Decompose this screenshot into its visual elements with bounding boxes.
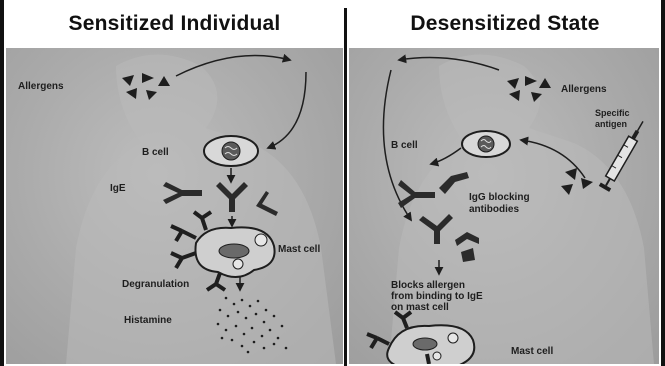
histamine-label: Histamine	[124, 315, 172, 326]
igg-label-1: IgG blocking	[469, 192, 530, 203]
sensitized-header: Sensitized Individual	[4, 0, 345, 48]
body-silhouette	[66, 55, 336, 365]
mast-cell-label: Mast cell	[278, 244, 320, 255]
igg-label-2: antibodies	[469, 204, 519, 215]
b-cell-right	[462, 131, 510, 157]
b-cell-label: B cell	[142, 147, 169, 158]
b-cell	[204, 136, 258, 166]
right-border	[661, 0, 665, 366]
sensitized-panel: Allergens B cell IgE	[6, 48, 343, 364]
specific-antigen-label-1: Specific	[595, 108, 630, 118]
left-border	[0, 0, 4, 366]
center-divider	[344, 8, 347, 366]
allergens-label: Allergens	[18, 81, 64, 92]
desensitized-diagram: Allergens Specific antigen B cell	[349, 48, 659, 364]
allergen-arrow-down	[268, 72, 306, 148]
b-cell-label-right: B cell	[391, 140, 418, 151]
mast-cell-label-right: Mast cell	[511, 346, 553, 357]
blocks-label-1: Blocks allergen	[391, 280, 465, 291]
degranulation-label: Degranulation	[122, 279, 189, 290]
desensitized-panel: Allergens Specific antigen B cell	[349, 48, 659, 364]
sensitized-diagram: Allergens B cell IgE	[6, 48, 343, 364]
blocks-label-2: from binding to IgE	[391, 291, 483, 302]
blocks-label-3: on mast cell	[391, 302, 449, 313]
specific-antigen-label-2: antigen	[595, 119, 627, 129]
allergens-label-right: Allergens	[561, 84, 607, 95]
ige-label: IgE	[110, 183, 126, 194]
body-silhouette-right	[389, 55, 654, 365]
desensitized-header: Desensitized State	[349, 0, 661, 48]
